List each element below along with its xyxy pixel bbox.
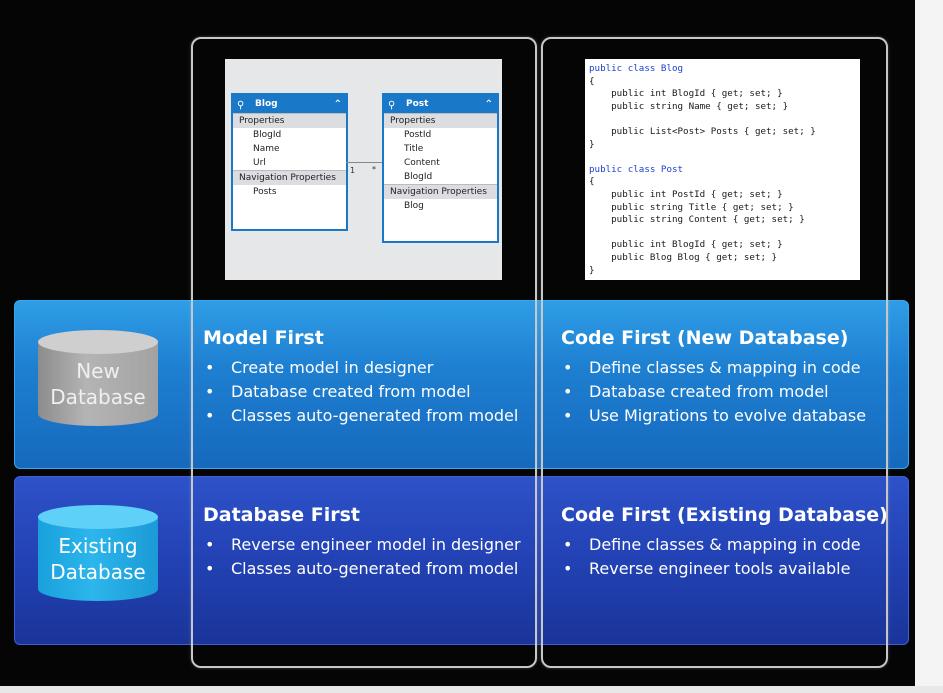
- post-navigation-header: Navigation Properties: [384, 184, 497, 199]
- new-database-label-line1: New: [76, 359, 120, 383]
- code-line: public Blog Blog { get; set; }: [611, 251, 778, 263]
- code-line: public int BlogId { get; set; }: [611, 239, 783, 251]
- blog-entity-title: Blog: [255, 99, 278, 109]
- existing-database-cylinder: Existing Database: [38, 505, 158, 613]
- post-property: PostId: [404, 130, 432, 140]
- code-first-new-quadrant: Code First (New Database) Define classes…: [561, 326, 866, 428]
- post-nav-property: Blog: [404, 201, 424, 211]
- code-first-new-title: Code First (New Database): [561, 327, 849, 349]
- list-item: Reverse engineer tools available: [561, 557, 888, 581]
- post-property: Content: [404, 158, 440, 168]
- designer-column-outline: [191, 37, 537, 668]
- blog-properties-header: Properties: [233, 113, 346, 128]
- code-column-outline: [541, 37, 888, 668]
- code-line: public int PostId { get; set; }: [611, 188, 783, 200]
- code-first-new-list: Define classes & mapping in code Databas…: [561, 356, 866, 428]
- post-property: Title: [404, 144, 424, 154]
- list-item: Define classes & mapping in code: [561, 356, 866, 380]
- post-property: BlogId: [404, 172, 433, 182]
- list-item: Create model in designer: [203, 356, 518, 380]
- code-first-existing-list: Define classes & mapping in code Reverse…: [561, 533, 888, 581]
- code-block: public class Blog { public int BlogId { …: [585, 59, 860, 277]
- list-item: Classes auto-generated from model: [203, 557, 521, 581]
- existing-database-label-line2: Database: [50, 560, 146, 584]
- model-first-title: Model First: [203, 327, 324, 349]
- post-properties-header: Properties: [384, 113, 497, 128]
- right-frame-bar: [915, 0, 943, 693]
- multiplicity-many: *: [372, 165, 376, 174]
- code-brace: }: [589, 264, 595, 276]
- code-class-decl: public class Blog: [589, 63, 684, 74]
- code-brace: }: [589, 138, 595, 150]
- model-first-quadrant: Model First Create model in designer Dat…: [203, 326, 518, 428]
- entity-icon: ⚲: [388, 100, 396, 111]
- blog-navigation-header: Navigation Properties: [233, 170, 346, 185]
- blog-nav-property: Posts: [253, 187, 277, 197]
- code-brace: {: [589, 75, 595, 87]
- code-line: public List<Post> Posts { get; set; }: [611, 125, 816, 137]
- code-brace: {: [589, 176, 595, 188]
- multiplicity-one: 1: [350, 166, 356, 175]
- post-entity: ⚲ Post ⌃ Properties PostId Title Content…: [382, 93, 499, 243]
- collapse-icon: ⌃: [333, 99, 342, 110]
- model-first-list: Create model in designer Database create…: [203, 356, 518, 428]
- association-line: [346, 162, 382, 163]
- code-first-existing-quadrant: Code First (Existing Database) Define cl…: [561, 503, 888, 581]
- list-item: Reverse engineer model in designer: [203, 533, 521, 557]
- model-designer-image: ⚲ Blog ⌃ Properties BlogId Name Url Navi…: [225, 59, 502, 280]
- code-line: public int BlogId { get; set; }: [611, 88, 783, 100]
- new-database-label-line2: Database: [50, 385, 146, 409]
- database-first-list: Reverse engineer model in designer Class…: [203, 533, 521, 581]
- code-snippet-image: public class Blog { public int BlogId { …: [585, 59, 860, 280]
- blog-property: Url: [253, 158, 266, 168]
- blog-property: BlogId: [253, 130, 282, 140]
- existing-database-label-line1: Existing: [58, 534, 138, 558]
- code-line: public string Name { get; set; }: [611, 100, 789, 112]
- database-first-quadrant: Database First Reverse engineer model in…: [203, 503, 521, 581]
- code-first-existing-title: Code First (Existing Database): [561, 504, 888, 526]
- database-first-title: Database First: [203, 504, 360, 526]
- blog-entity: ⚲ Blog ⌃ Properties BlogId Name Url Navi…: [231, 93, 348, 231]
- code-line: public string Title { get; set; }: [611, 201, 794, 213]
- new-database-cylinder: New Database: [38, 330, 158, 438]
- code-class-decl: public class Post: [589, 163, 684, 175]
- list-item: Use Migrations to evolve database: [561, 404, 866, 428]
- post-entity-title: Post: [406, 99, 429, 109]
- list-item: Database created from model: [561, 380, 866, 404]
- blog-property: Name: [253, 144, 280, 154]
- bottom-frame-bar: [0, 686, 943, 693]
- entity-icon: ⚲: [237, 100, 245, 111]
- list-item: Classes auto-generated from model: [203, 404, 518, 428]
- collapse-icon: ⌃: [484, 99, 493, 110]
- list-item: Define classes & mapping in code: [561, 533, 888, 557]
- list-item: Database created from model: [203, 380, 518, 404]
- code-line: public string Content { get; set; }: [611, 214, 805, 226]
